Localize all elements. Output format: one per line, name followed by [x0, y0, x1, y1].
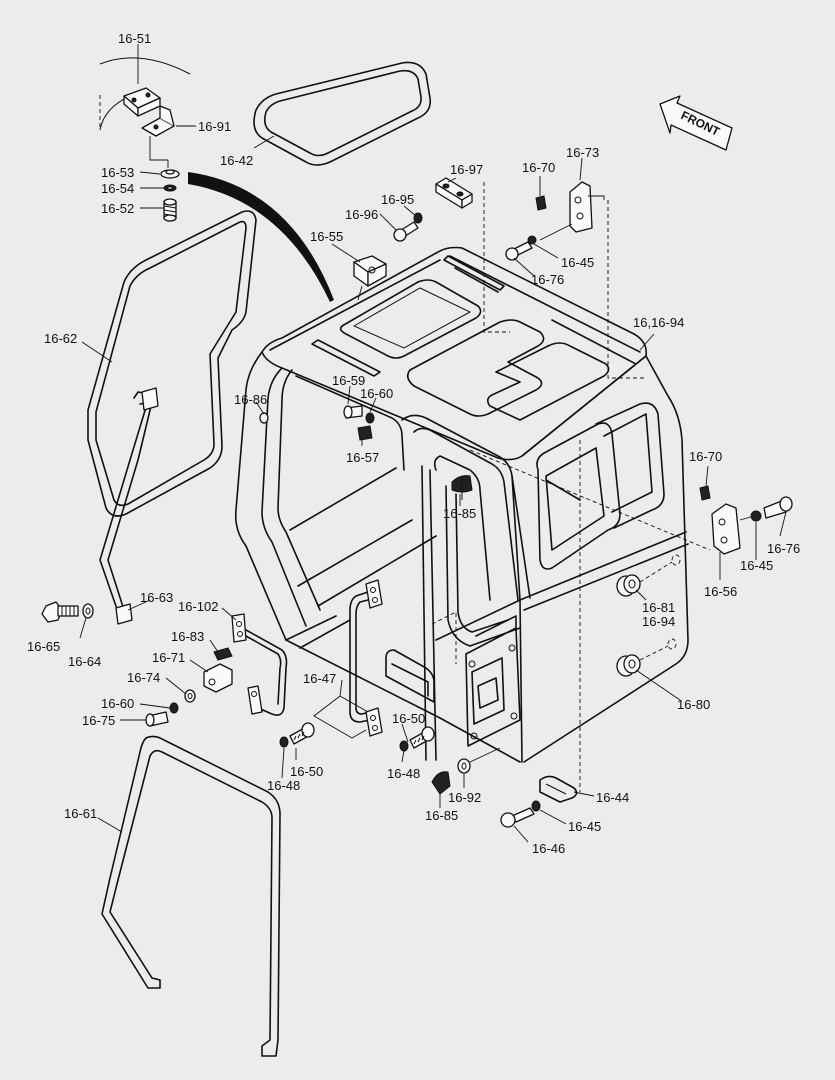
roof-glass-panel — [253, 61, 432, 166]
hinge-fasteners — [160, 169, 180, 222]
label-16-56: 16-56 — [704, 584, 737, 599]
front-arrow-icon: FRONT — [659, 95, 733, 151]
label-16-64: 16-64 — [68, 654, 101, 669]
grab-handles-16-47 — [349, 579, 383, 737]
label-16-73: 16-73 — [566, 145, 599, 160]
label-16-85-top: 16-85 — [443, 506, 476, 521]
label-16-70-right: 16-70 — [689, 449, 722, 464]
label-16-42: 16-42 — [220, 153, 253, 168]
label-16-91: 16-91 — [198, 119, 231, 134]
cab-body — [234, 182, 711, 792]
label-16-57: 16-57 — [346, 450, 379, 465]
label-16-96: 16-96 — [345, 207, 378, 222]
label-16-71: 16-71 — [152, 650, 185, 665]
plate-16-73 — [569, 181, 605, 233]
bolt-16-65 — [41, 601, 94, 623]
clip-16-44 — [539, 775, 578, 803]
label-16-80: 16-80 — [677, 697, 710, 712]
label-16-50-left: 16-50 — [290, 764, 323, 779]
bottom-door-frame — [101, 735, 281, 1057]
label-16-45-top: 16-45 — [561, 255, 594, 270]
label-16-65: 16-65 — [27, 639, 60, 654]
label-16-54: 16-54 — [101, 181, 134, 196]
label-16-75: 16-75 — [82, 713, 115, 728]
bolt-16-76-top — [505, 223, 573, 261]
bolt-16-46 — [500, 800, 541, 828]
hinge-location-band — [188, 172, 334, 302]
label-16-46: 16-46 — [532, 841, 565, 856]
label-16-63: 16-63 — [140, 590, 173, 605]
knob-16-85-top — [451, 475, 473, 500]
bolt-16-96 — [393, 212, 423, 242]
label-16-92: 16-92 — [448, 790, 481, 805]
handle-bolts — [279, 722, 435, 752]
label-16-86: 16-86 — [234, 392, 267, 407]
label-16-51: 16-51 — [118, 31, 151, 46]
label-16-102: 16-102 — [178, 599, 218, 614]
label-16-83: 16-83 — [171, 629, 204, 644]
grommets — [616, 554, 681, 677]
label-16-52: 16-52 — [101, 201, 134, 216]
label-16-60-top: 16-60 — [360, 386, 393, 401]
label-16-50-right: 16-50 — [392, 711, 425, 726]
block-16-70-top — [535, 195, 547, 211]
label-16-94: 16-94 — [642, 614, 675, 629]
right-side-fasteners — [699, 485, 793, 555]
label-16-61: 16-61 — [64, 806, 97, 821]
label-16-76-top: 16-76 — [531, 272, 564, 287]
label-16-48-left: 16-48 — [267, 778, 300, 793]
latch-assembly — [145, 613, 288, 727]
fasteners-16-59 — [259, 405, 375, 441]
label-16-74: 16-74 — [127, 670, 160, 685]
knob-16-85-bottom — [431, 747, 501, 795]
label-16-70-top: 16-70 — [522, 160, 555, 175]
label-16-81: 16-81 — [642, 600, 675, 615]
label-16-53: 16-53 — [101, 165, 134, 180]
label-16-95: 16-95 — [381, 192, 414, 207]
label-16-47: 16-47 — [303, 671, 336, 686]
label-16-60-bottom: 16-60 — [101, 696, 134, 711]
leader-lines — [79, 44, 787, 843]
label-16-45-right: 16-45 — [740, 558, 773, 573]
hinge-detail-callout — [99, 57, 191, 168]
roof-bracket-16-55 — [353, 255, 387, 301]
left-door-frame — [87, 210, 257, 625]
label-16-45-bottom: 16-45 — [568, 819, 601, 834]
label-16-97: 16-97 — [450, 162, 483, 177]
label-16-76-right: 16-76 — [767, 541, 800, 556]
label-16-55: 16-55 — [310, 229, 343, 244]
label-16-44: 16-44 — [596, 790, 629, 805]
label-16-85-bottom: 16-85 — [425, 808, 458, 823]
label-16-59: 16-59 — [332, 373, 365, 388]
label-16-62: 16-62 — [44, 331, 77, 346]
part-number-labels: 16-51 16-91 16-42 16-53 16-54 16-52 16-9… — [27, 31, 800, 856]
label-16-16-94: 16,16-94 — [633, 315, 684, 330]
label-16-48-right: 16-48 — [387, 766, 420, 781]
rail-block-16-97 — [435, 177, 473, 209]
